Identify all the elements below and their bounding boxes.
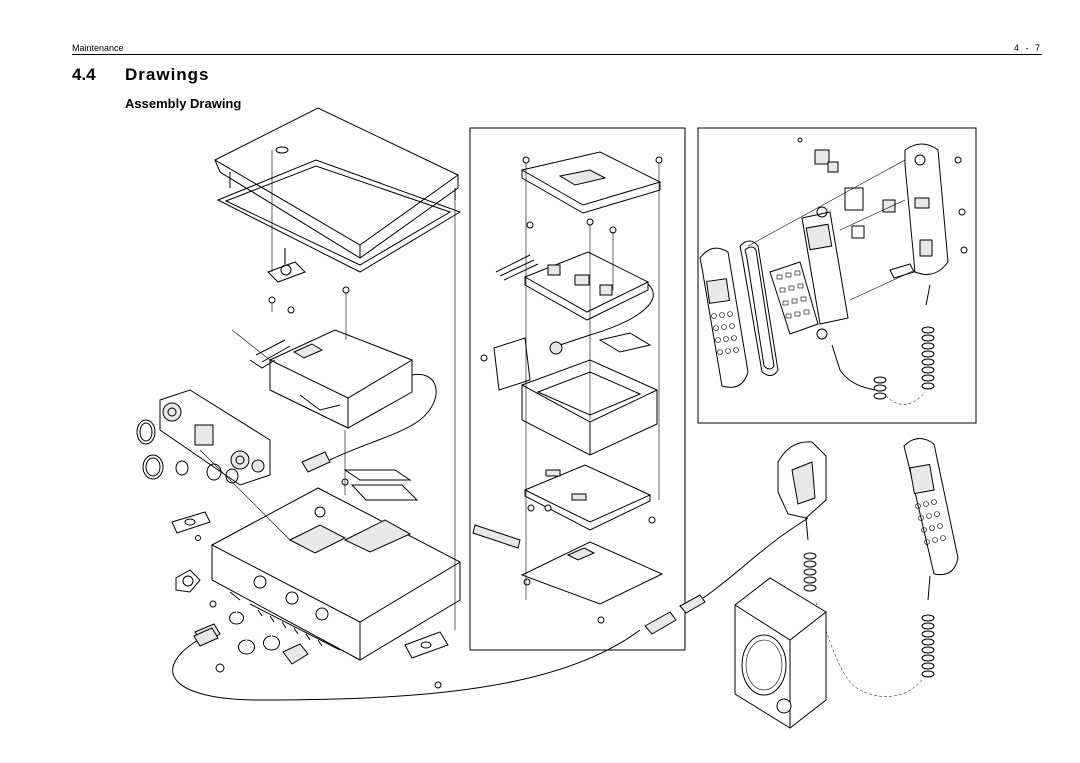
connector-panel <box>159 389 271 486</box>
header-rule <box>72 54 1042 55</box>
mounting-bracket-right <box>404 631 449 689</box>
main-unit-exploded-view <box>136 107 462 689</box>
cover-bracket <box>267 248 350 314</box>
handset-cradle <box>777 441 827 592</box>
base-enclosure <box>210 487 462 661</box>
page-number: 4 - 7 <box>1013 43 1042 53</box>
label-plates <box>341 469 419 501</box>
section-title: Drawings <box>125 65 210 84</box>
interconnect-cable <box>172 517 809 701</box>
assembly-drawing-heading: Assembly Drawing <box>125 96 242 111</box>
o-rings <box>136 419 239 484</box>
cable-connector <box>301 451 331 473</box>
electronics-module <box>249 329 414 429</box>
circuit-board-stack-panel <box>469 127 686 651</box>
running-header-section: Maintenance <box>72 43 124 53</box>
handset-assembled <box>814 438 959 697</box>
gasket <box>216 159 462 273</box>
section-number: 4.4 <box>72 65 96 84</box>
mounting-bracket-left <box>171 511 211 541</box>
loudspeaker <box>734 577 827 729</box>
handset-exploded-panel <box>697 127 977 424</box>
cable-glands <box>175 569 309 673</box>
top-cover <box>213 107 459 259</box>
